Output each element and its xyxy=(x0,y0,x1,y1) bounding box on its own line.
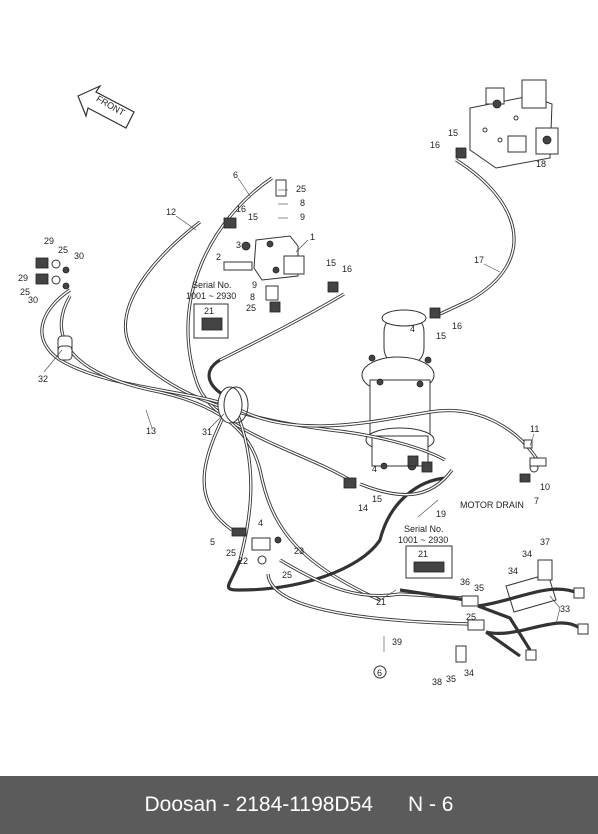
part-label-9b: 9 xyxy=(252,280,257,290)
front-arrow-icon: FRONT xyxy=(77,84,135,129)
swivel-joint xyxy=(361,309,435,471)
part-label-37: 37 xyxy=(540,537,550,547)
part-label-31: 31 xyxy=(202,427,212,437)
part-label-15d: 15 xyxy=(436,331,446,341)
part-label-21: 21 xyxy=(376,597,386,607)
part-label-34b: 34 xyxy=(508,566,518,576)
part-label-25b: 25 xyxy=(58,245,68,255)
part-label-35a: 35 xyxy=(474,583,484,593)
part-label-4a: 4 xyxy=(258,518,263,528)
part-label-8a: 8 xyxy=(300,198,305,208)
reference-circle-6: 6 xyxy=(373,665,387,679)
leader-lines xyxy=(43,177,561,652)
serial-note-2-title: Serial No. xyxy=(404,524,444,534)
serial-note-1-range: 1001 ~ 2930 xyxy=(186,291,236,301)
part-label-39: 39 xyxy=(392,637,402,647)
part-label-16c: 16 xyxy=(430,140,440,150)
part-label-25e: 25 xyxy=(226,548,236,558)
part-label-16d: 16 xyxy=(452,321,462,331)
part-label-18: 18 xyxy=(536,159,546,169)
part-label-33: 33 xyxy=(560,604,570,614)
part-label-36: 36 xyxy=(460,577,470,587)
travel-pipes xyxy=(455,559,589,663)
serial-note-1-part: 21 xyxy=(204,306,214,316)
part-label-16a: 16 xyxy=(236,204,246,214)
part-label-23: 23 xyxy=(294,546,304,556)
part-label-8b: 8 xyxy=(250,292,255,302)
part-label-4b: 4 xyxy=(410,324,415,334)
part-label-6: 6 xyxy=(233,170,238,180)
part-label-15c: 15 xyxy=(448,128,458,138)
part-label-5: 5 xyxy=(210,537,215,547)
part-label-2: 2 xyxy=(216,252,221,262)
part-label-34a: 34 xyxy=(522,549,532,559)
part-label-1: 1 xyxy=(310,232,315,242)
footer-caption: Doosan - 2184-1198D54 N - 6 xyxy=(145,793,454,817)
footer-bar: Doosan - 2184-1198D54 N - 6 xyxy=(0,776,598,834)
hose-lines xyxy=(40,158,542,626)
part-label-25a: 25 xyxy=(296,184,306,194)
part-label-19: 19 xyxy=(436,509,446,519)
part-label-38: 38 xyxy=(432,677,442,687)
part-label-15b: 15 xyxy=(326,258,336,268)
part-label-22: 22 xyxy=(238,556,248,566)
part-label-3: 3 xyxy=(236,240,241,250)
part-label-25d: 25 xyxy=(246,303,256,313)
part-label-29b: 29 xyxy=(18,273,28,283)
footer-page: N - 6 xyxy=(407,793,454,816)
part-label-25f: 25 xyxy=(282,570,292,580)
part-label-11: 11 xyxy=(530,424,539,434)
manifold-block xyxy=(253,235,305,281)
part-label-12: 12 xyxy=(166,207,176,217)
part-label-30b: 30 xyxy=(28,295,38,305)
clamp-32 xyxy=(57,335,73,361)
part-label-10: 10 xyxy=(540,482,550,492)
hose-clamp xyxy=(217,386,249,424)
part-label-25g: 25 xyxy=(466,612,476,622)
part-label-15a: 15 xyxy=(248,212,258,222)
part-label-7: 7 xyxy=(534,496,539,506)
part-label-14: 14 xyxy=(358,503,368,513)
part-label-34c: 34 xyxy=(464,668,474,678)
ref-6-label: 6 xyxy=(377,668,382,678)
serial-note-1: Serial No. 1001 ~ 2930 21 xyxy=(186,280,236,339)
footer-separator: - xyxy=(216,793,236,816)
part-label-25c: 25 xyxy=(20,287,30,297)
fittings-right xyxy=(519,439,547,483)
part-label-4c: 4 xyxy=(372,464,377,474)
serial-note-2-range: 1001 ~ 2930 xyxy=(398,535,448,545)
part-label-16b: 16 xyxy=(342,264,352,274)
fittings-left xyxy=(35,257,70,290)
fittings-mid xyxy=(223,147,467,565)
footer-brand: Doosan xyxy=(144,793,217,816)
motor-drain-label: MOTOR DRAIN xyxy=(460,500,524,510)
part-number-labels: 1 2 3 4 4 4 5 6 7 8 8 9 9 10 11 12 13 14… xyxy=(18,128,570,687)
control-valve xyxy=(469,79,559,169)
hydraulic-hose-diagram: FRONT xyxy=(18,79,589,687)
part-label-15e: 15 xyxy=(372,494,382,504)
part-label-9a: 9 xyxy=(300,212,305,222)
part-label-17: 17 xyxy=(474,255,484,265)
part-label-30a: 30 xyxy=(74,251,84,261)
serial-note-1-title: Serial No. xyxy=(192,280,232,290)
part-label-32: 32 xyxy=(38,374,48,384)
serial-note-2: Serial No. 1001 ~ 2930 21 xyxy=(398,524,453,579)
part-label-35b: 35 xyxy=(446,674,456,684)
serial-note-2-part: 21 xyxy=(418,549,428,559)
diagram-drawing: FRONT xyxy=(18,79,589,687)
footer-part-number: 2184-1198D54 xyxy=(235,793,373,816)
part-label-13: 13 xyxy=(146,426,156,436)
part-label-29a: 29 xyxy=(44,236,54,246)
